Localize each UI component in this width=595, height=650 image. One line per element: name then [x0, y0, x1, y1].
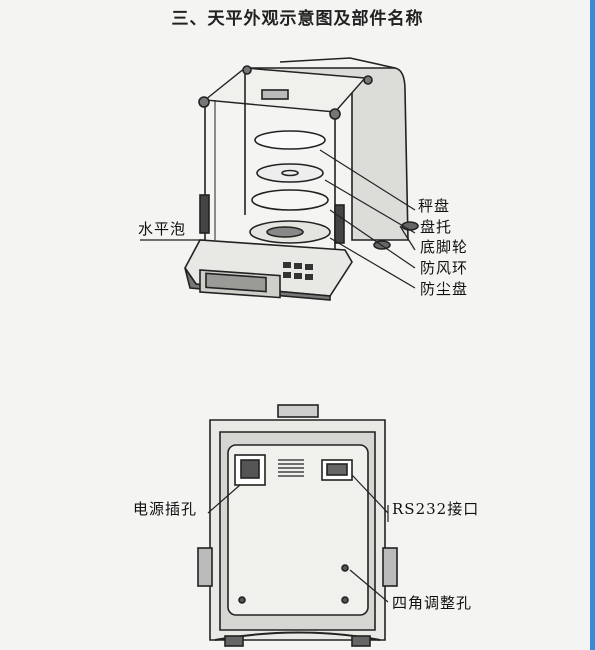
front-view-balance — [184, 57, 419, 301]
label-dust-pan: 防尘盘 — [420, 280, 469, 298]
label-base-foot: 底脚轮 — [420, 238, 469, 256]
label-weighing-pan: 秤盘 — [418, 197, 451, 215]
front-leader-lines — [140, 149, 416, 289]
label-adjust-holes: 四角调整孔 — [392, 594, 473, 612]
label-level-bubble: 水平泡 — [138, 220, 187, 238]
back-leader-lines — [207, 474, 389, 603]
label-pan-holder: 盘托 — [420, 218, 453, 236]
label-power-socket: 电源插孔 — [133, 500, 198, 518]
label-windshield: 防风环 — [420, 259, 469, 277]
page-title: 三、天平外观示意图及部件名称 — [171, 9, 424, 29]
window-edge-bar — [590, 0, 595, 650]
back-view-balance — [197, 404, 398, 647]
label-rs232-port: RS232接口 — [392, 500, 480, 518]
